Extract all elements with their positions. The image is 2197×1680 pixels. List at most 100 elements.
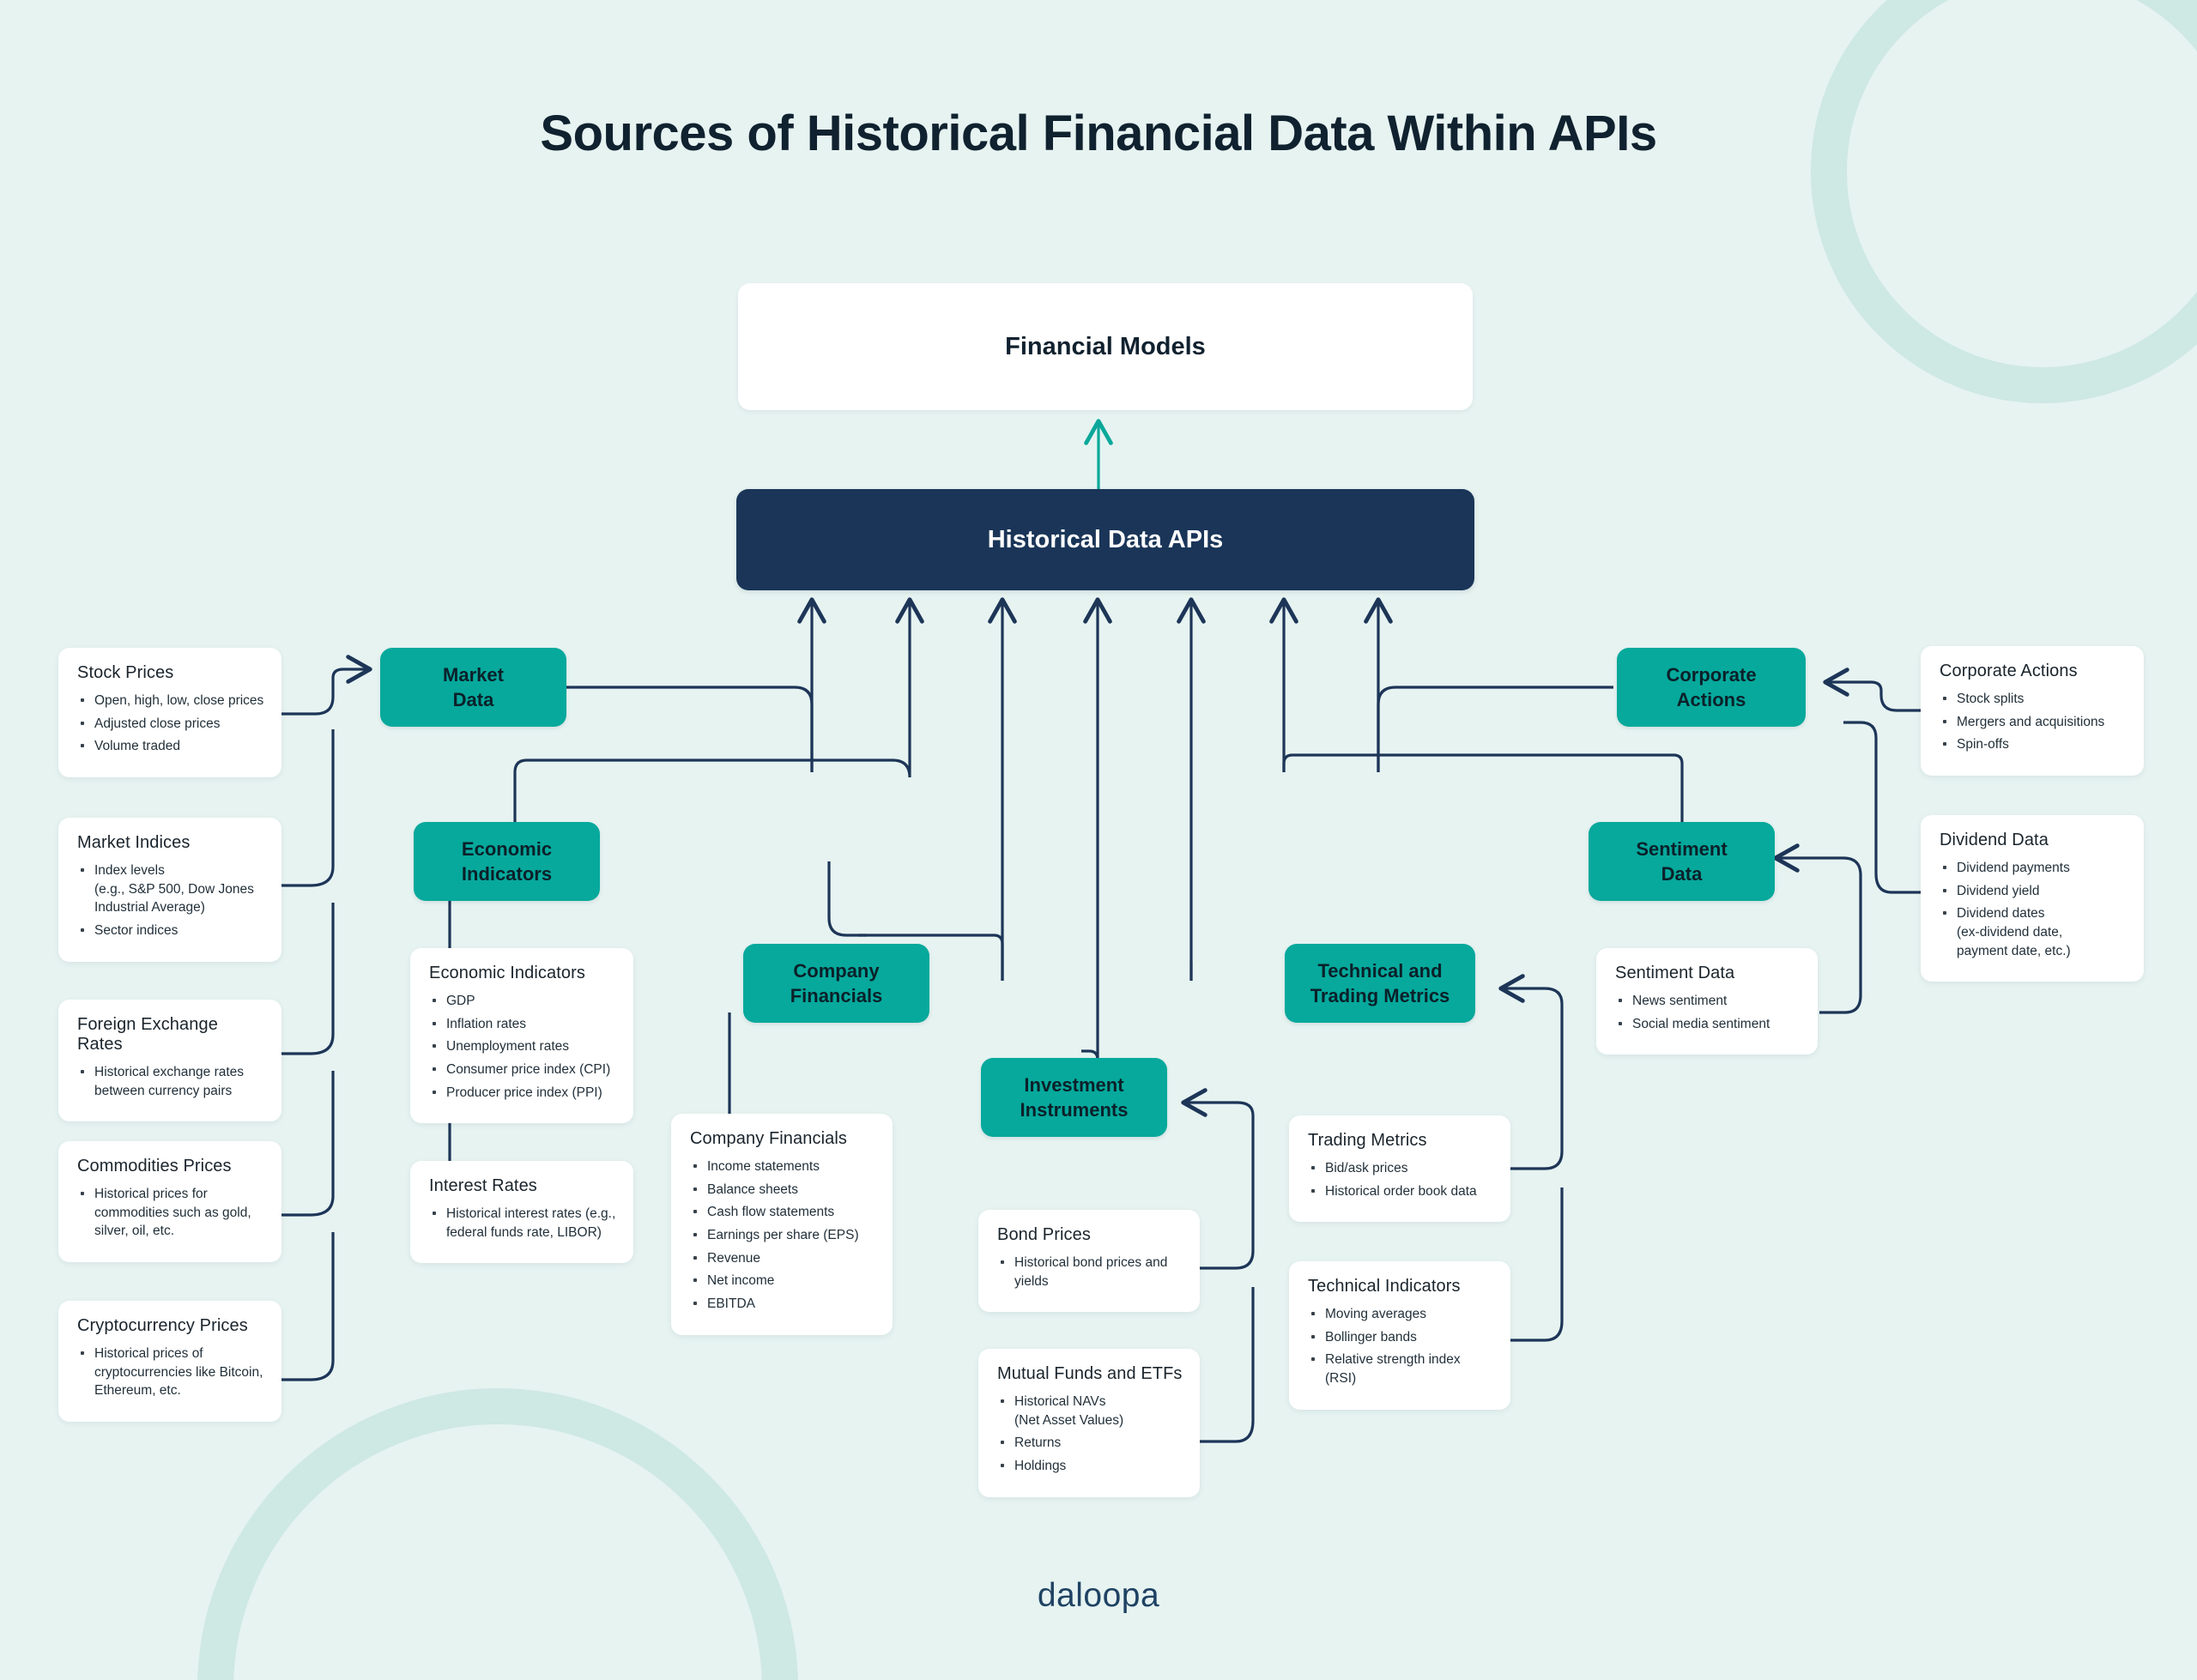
card-title: Trading Metrics — [1308, 1131, 1427, 1150]
card-title: Technical Indicators — [1308, 1277, 1461, 1296]
node-market-data-label: Market Data — [443, 663, 504, 710]
list-item: Stock splits — [1940, 690, 2127, 709]
list-item: Income statements — [690, 1157, 875, 1176]
list-item: GDP — [429, 992, 616, 1011]
card-list: Historical prices for commodities such a… — [77, 1185, 264, 1241]
list-item: News sentiment — [1615, 992, 1801, 1011]
card-list: Historical exchange rates between curren… — [77, 1063, 264, 1100]
card-title: Mutual Funds and ETFs — [997, 1364, 1183, 1383]
list-item: EBITDA — [690, 1295, 875, 1314]
list-item: Inflation rates — [429, 1015, 616, 1034]
card-list: Historical NAVs (Net Asset Values) Retur… — [997, 1393, 1183, 1476]
list-item: Cash flow statements — [690, 1203, 875, 1222]
list-item: Mergers and acquisitions — [1940, 713, 2127, 732]
list-item: Relative strength index (RSI) — [1308, 1351, 1493, 1387]
list-item: Social media sentiment — [1615, 1015, 1801, 1034]
card-list: News sentiment Social media sentiment — [1615, 992, 1801, 1033]
node-investment-instruments[interactable]: Investment Instruments — [981, 1058, 1167, 1137]
list-item: Sector indices — [77, 922, 264, 940]
card-title: Bond Prices — [997, 1225, 1091, 1244]
list-item: Dividend dates (ex-dividend date, paymen… — [1940, 904, 2127, 960]
list-item: Historical NAVs (Net Asset Values) — [997, 1393, 1183, 1429]
card-list: Historical bond prices and yields — [997, 1254, 1183, 1290]
card-stock-prices: Stock Prices Open, high, low, close pric… — [58, 648, 281, 778]
card-technical-indicators: Technical Indicators Moving averages Bol… — [1289, 1261, 1510, 1410]
list-item: Net income — [690, 1272, 875, 1290]
card-list: Open, high, low, close prices Adjusted c… — [77, 692, 264, 756]
page-title: Sources of Historical Financial Data Wit… — [540, 106, 1657, 161]
list-item: Moving averages — [1308, 1305, 1493, 1324]
list-item: Producer price index (PPI) — [429, 1084, 616, 1103]
list-item: Historical prices of cryptocurrencies li… — [77, 1345, 264, 1400]
card-list: Moving averages Bollinger bands Relative… — [1308, 1305, 1493, 1388]
node-economic-indicators-label: Economic Indicators — [461, 837, 553, 885]
card-economic-indicators: Economic Indicators GDP Inflation rates … — [410, 948, 633, 1124]
list-item: Bollinger bands — [1308, 1328, 1493, 1347]
node-corporate-actions-label: Corporate Actions — [1666, 663, 1757, 710]
card-list: Stock splits Mergers and acquisitions Sp… — [1940, 690, 2127, 754]
card-commodities-prices: Commodities Prices Historical prices for… — [58, 1141, 281, 1263]
card-title: Corporate Actions — [1940, 662, 2078, 680]
list-item: Spin-offs — [1940, 735, 2127, 754]
card-title: Cryptocurrency Prices — [77, 1316, 248, 1335]
list-item: Adjusted close prices — [77, 715, 264, 734]
card-title: Economic Indicators — [429, 964, 585, 982]
list-item: Volume traded — [77, 737, 264, 756]
card-list: Bid/ask prices Historical order book dat… — [1308, 1159, 1493, 1200]
card-market-indices: Market Indices Index levels (e.g., S&P 5… — [58, 818, 281, 962]
node-financial-models-label: Financial Models — [1005, 332, 1206, 360]
card-mutual-funds-and-etfs: Mutual Funds and ETFs Historical NAVs (N… — [978, 1349, 1200, 1497]
card-trading-metrics: Trading Metrics Bid/ask prices Historica… — [1289, 1115, 1510, 1223]
card-cryptocurrency-prices: Cryptocurrency Prices Historical prices … — [58, 1301, 281, 1423]
node-economic-indicators[interactable]: Economic Indicators — [414, 822, 600, 901]
card-list: Dividend payments Dividend yield Dividen… — [1940, 859, 2127, 960]
node-technical-and-trading-metrics[interactable]: Technical and Trading Metrics — [1285, 944, 1475, 1023]
node-historical-data-apis-label: Historical Data APIs — [987, 525, 1224, 553]
list-item: Historical interest rates (e.g., federal… — [429, 1205, 616, 1242]
list-item: Returns — [997, 1434, 1183, 1453]
card-list: Historical prices of cryptocurrencies li… — [77, 1345, 264, 1400]
node-company-financials-label: Company Financials — [790, 959, 883, 1006]
brand-logo: daloopa — [1037, 1577, 1160, 1614]
card-title: Company Financials — [690, 1129, 847, 1148]
list-item: Unemployment rates — [429, 1037, 616, 1056]
card-bond-prices: Bond Prices Historical bond prices and y… — [978, 1210, 1200, 1313]
card-title: Stock Prices — [77, 663, 174, 682]
list-item: Holdings — [997, 1457, 1183, 1476]
card-title: Foreign Exchange Rates — [77, 1015, 218, 1054]
list-item: Consumer price index (CPI) — [429, 1061, 616, 1079]
card-list: GDP Inflation rates Unemployment rates C… — [429, 992, 616, 1102]
list-item: Bid/ask prices — [1308, 1159, 1493, 1178]
card-title: Interest Rates — [429, 1176, 537, 1195]
node-market-data[interactable]: Market Data — [380, 648, 566, 727]
list-item: Dividend yield — [1940, 882, 2127, 901]
card-foreign-exchange-rates: Foreign Exchange Rates Historical exchan… — [58, 1000, 281, 1122]
list-item: Historical order book data — [1308, 1182, 1493, 1201]
node-investment-instruments-label: Investment Instruments — [1020, 1073, 1129, 1121]
card-title: Dividend Data — [1940, 831, 2049, 849]
card-interest-rates: Interest Rates Historical interest rates… — [410, 1161, 633, 1264]
node-sentiment-data-label: Sentiment Data — [1636, 837, 1728, 885]
card-company-financials: Company Financials Income statements Bal… — [671, 1114, 893, 1335]
node-technical-and-trading-metrics-label: Technical and Trading Metrics — [1310, 959, 1450, 1006]
list-item: Historical bond prices and yields — [997, 1254, 1183, 1290]
card-list: Index levels (e.g., S&P 500, Dow Jones I… — [77, 861, 264, 940]
card-list: Historical interest rates (e.g., federal… — [429, 1205, 616, 1242]
node-sentiment-data[interactable]: Sentiment Data — [1589, 822, 1775, 901]
list-item: Dividend payments — [1940, 859, 2127, 878]
list-item: Balance sheets — [690, 1181, 875, 1200]
card-corporate-actions: Corporate Actions Stock splits Mergers a… — [1921, 646, 2144, 777]
list-item: Historical prices for commodities such a… — [77, 1185, 264, 1241]
card-list: Income statements Balance sheets Cash fl… — [690, 1157, 875, 1314]
node-company-financials[interactable]: Company Financials — [743, 944, 929, 1023]
node-corporate-actions[interactable]: Corporate Actions — [1617, 648, 1806, 727]
list-item: Earnings per share (EPS) — [690, 1226, 875, 1245]
card-title: Sentiment Data — [1615, 964, 1735, 982]
list-item: Index levels (e.g., S&P 500, Dow Jones I… — [77, 861, 264, 917]
list-item: Historical exchange rates between curren… — [77, 1063, 264, 1100]
card-dividend-data: Dividend Data Dividend payments Dividend… — [1921, 815, 2144, 982]
list-item: Revenue — [690, 1249, 875, 1268]
node-financial-models[interactable]: Financial Models — [738, 283, 1473, 410]
node-historical-data-apis[interactable]: Historical Data APIs — [736, 489, 1474, 590]
